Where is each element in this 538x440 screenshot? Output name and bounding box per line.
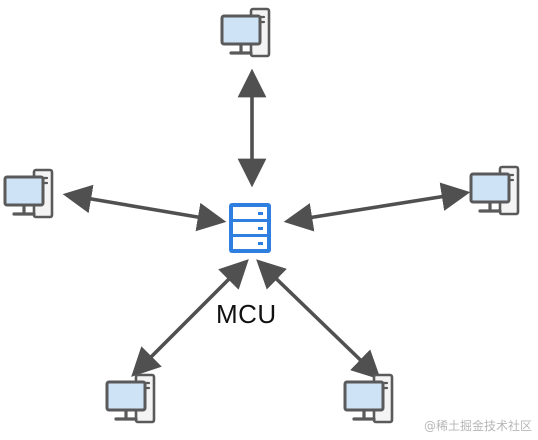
link-left	[62, 184, 227, 232]
desktop-computer-icon	[3, 168, 54, 219]
link-right	[283, 182, 471, 232]
server-icon	[229, 203, 271, 253]
desktop-computer-icon	[343, 373, 394, 424]
link-bottom-right	[256, 259, 381, 380]
desktop-computer-icon	[469, 165, 520, 216]
desktop-computer-icon	[105, 373, 156, 424]
mcu-label: MCU	[216, 299, 277, 329]
link-bottom-left	[131, 259, 249, 377]
watermark: @稀土掘金技术社区	[423, 419, 532, 433]
desktop-computer-icon	[220, 7, 271, 58]
